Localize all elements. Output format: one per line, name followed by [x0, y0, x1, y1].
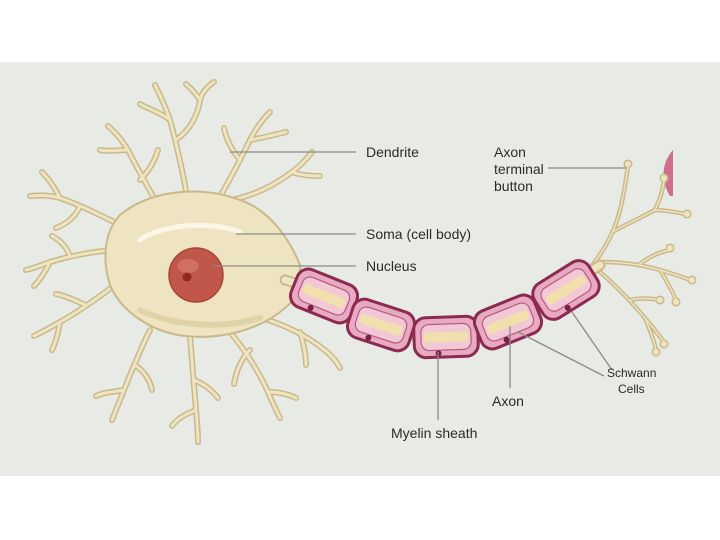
nucleus-highlight	[177, 259, 199, 273]
nucleus	[169, 248, 223, 302]
label-soma: Soma (cell body)	[366, 226, 471, 242]
schwann-cell	[413, 316, 478, 358]
label-nucleus: Nucleus	[366, 258, 417, 274]
label-myelin: Myelin sheath	[391, 425, 477, 441]
nucleolus	[183, 273, 192, 282]
label-axon-terminal-1: Axon	[494, 144, 526, 160]
dendrite-branch-core	[100, 150, 128, 151]
label-axon-terminal-2: terminal	[494, 161, 544, 177]
label-axon: Axon	[492, 393, 524, 409]
label-schwann-2: Cells	[618, 382, 645, 396]
label-axon-terminal-3: button	[494, 178, 533, 194]
label-schwann-1: Schwann	[607, 366, 656, 380]
label-dendrite: Dendrite	[366, 144, 419, 160]
